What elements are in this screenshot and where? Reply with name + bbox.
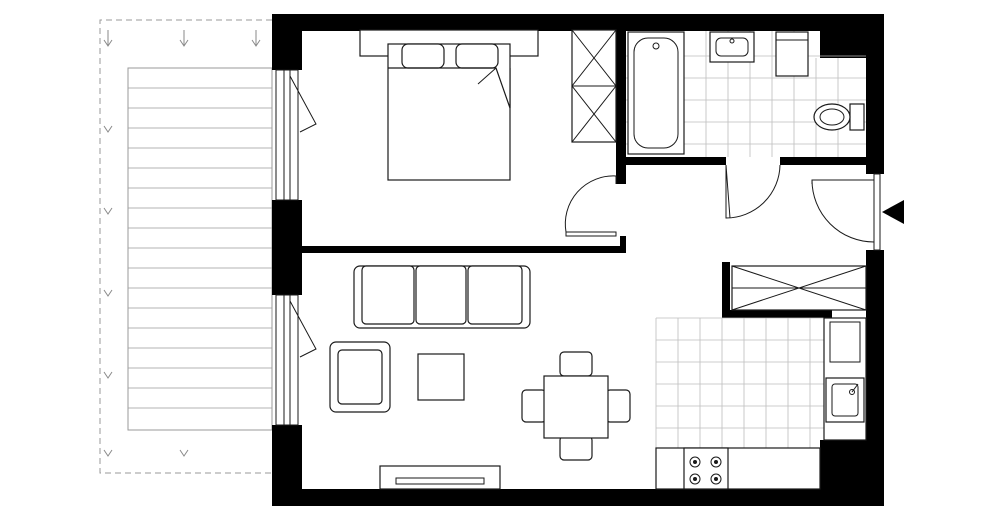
kitchen-tiles (655, 317, 824, 448)
tv-stand (379, 465, 501, 490)
entrance-arrow-icon (882, 200, 904, 224)
walls (272, 14, 884, 506)
bedroom (359, 29, 617, 237)
dining-set (521, 351, 631, 461)
chair-left (521, 389, 547, 423)
chair-bottom (559, 435, 593, 461)
chair-right (605, 389, 631, 423)
washing-machine (775, 31, 809, 77)
duvet-fold (388, 67, 511, 109)
toilet-tank (849, 103, 865, 131)
washbasin (709, 31, 755, 63)
fridge (829, 321, 861, 363)
chair-top (559, 351, 593, 377)
terrace (99, 19, 273, 474)
toilet-bowl (813, 103, 851, 131)
entrance-door (811, 173, 881, 251)
hall-wardrobe (731, 265, 867, 311)
balcony-door-lower (275, 294, 317, 426)
terrace-decking (128, 87, 272, 409)
dining-table (543, 375, 609, 439)
sofa (353, 265, 531, 329)
terrace-slope-arrows (103, 30, 261, 457)
kitchen-counter-bottom (655, 447, 821, 490)
pillow-right (455, 43, 499, 69)
living-room (329, 265, 631, 490)
bathtub (627, 31, 685, 155)
kitchen (655, 317, 867, 490)
cooktop (683, 447, 729, 490)
balcony-door-upper (275, 69, 317, 201)
coffee-table (417, 353, 465, 401)
armchair (329, 341, 391, 413)
pillow-left (401, 43, 445, 69)
bathroom (626, 31, 866, 219)
bedroom-door (564, 175, 617, 233)
bathroom-door (725, 164, 781, 219)
